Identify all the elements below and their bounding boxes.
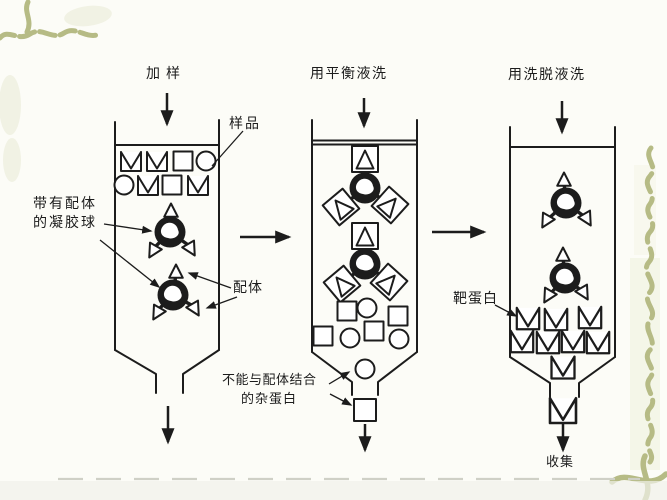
bead-with-bound-protein-1 [321, 145, 410, 227]
target-protein-icon [137, 175, 159, 196]
impurity-square-icon [312, 325, 334, 347]
impurity-square-icon [387, 305, 409, 327]
label-impurity-caption-line2: 的杂蛋白 [241, 392, 298, 407]
impurity-square-icon [336, 300, 358, 322]
target-protein-icon [187, 175, 209, 196]
column2-outline [311, 119, 418, 396]
impurity-circle-icon [356, 297, 378, 319]
target-protein-icon [560, 329, 586, 354]
target-protein-icon [585, 330, 611, 355]
impurity-circle-icon [388, 328, 410, 350]
bead-with-bound-protein-2 [322, 222, 409, 304]
impurity-circle-icon [354, 358, 376, 380]
target-protein-icon [535, 330, 561, 355]
target-protein-icon [577, 305, 603, 330]
gel-bead-icon [154, 216, 186, 248]
label-bead-caption-line2: 的凝胶球 [33, 215, 97, 231]
target-protein-icon [146, 151, 168, 172]
gel-bead-icon [349, 172, 381, 204]
impurity-circle-icon [113, 174, 135, 196]
column-load-sample [113, 93, 220, 445]
impurity-circle-icon [195, 150, 217, 172]
leaf-blob-top [64, 5, 112, 27]
sample-mixture [113, 150, 217, 196]
impurity-pointer-2 [329, 393, 353, 406]
label-add-sample: 加样 [146, 66, 186, 82]
impurity-square-icon [353, 398, 377, 422]
label-wash-elute: 用洗脱液洗 [508, 67, 586, 83]
ligand-icon [168, 263, 184, 279]
gel-bead-icon [349, 248, 381, 280]
label-target-protein: 靶蛋白 [453, 291, 498, 307]
sample-pointer-line [211, 130, 244, 167]
impurity-square-icon [172, 150, 194, 172]
vine-top-vertical [24, 0, 32, 35]
vine-right [643, 145, 656, 465]
bead-pointer-2 [99, 239, 161, 288]
label-bead-caption-line1: 带有配体 [33, 196, 97, 212]
column3-outline [509, 126, 616, 398]
column1-outline [114, 119, 220, 394]
target-protein-icon [548, 396, 578, 425]
label-sample: 样品 [229, 116, 261, 132]
column-equilibrium-wash [311, 98, 418, 453]
label-ligand: 配体 [233, 280, 263, 296]
leaf-blob-left-1 [0, 75, 21, 135]
ligand-pointer-1 [187, 272, 232, 289]
gel-bead-icon [549, 262, 581, 294]
regenerated-bead-1 [535, 171, 598, 232]
leaf-blob-left-2 [3, 138, 21, 182]
gel-bead-icon [157, 279, 189, 311]
gel-bead-2 [146, 263, 206, 324]
label-collect: 收集 [546, 455, 575, 470]
eluted-target-proteins [509, 305, 611, 425]
ligand-icon [556, 171, 572, 187]
target-protein-icon [515, 306, 541, 331]
target-protein-icon [550, 355, 576, 380]
impurity-square-icon [161, 174, 183, 196]
ligand-icon [163, 202, 179, 218]
target-protein-icon [120, 151, 142, 172]
target-protein-icon [509, 329, 535, 354]
right-band-upper [634, 165, 656, 255]
label-wash-equilibrate: 用平衡液洗 [310, 66, 388, 82]
target-protein-pointer [494, 304, 518, 317]
bound-complex-icon [351, 145, 379, 173]
gel-bead-1 [142, 202, 202, 262]
bottom-strip [0, 481, 667, 500]
target-protein-icon [543, 307, 569, 332]
impurity-pointer-1 [328, 371, 351, 385]
regenerated-bead-2 [537, 246, 595, 307]
impurity-square-icon [363, 320, 385, 342]
label-pointers [99, 130, 518, 406]
bound-complex-icon [351, 222, 379, 250]
gel-bead-icon [550, 187, 582, 219]
unbound-impurities [312, 297, 410, 422]
impurity-circle-icon [339, 327, 361, 349]
ligand-icon [555, 246, 571, 262]
bead-pointer-1 [103, 223, 153, 234]
right-band [630, 258, 660, 470]
ligand-pointer-2 [205, 296, 238, 309]
column-elution-wash [509, 101, 616, 453]
vine-top-horizontal [0, 28, 103, 41]
label-impurity-caption-line1: 不能与配体结合 [222, 373, 317, 388]
